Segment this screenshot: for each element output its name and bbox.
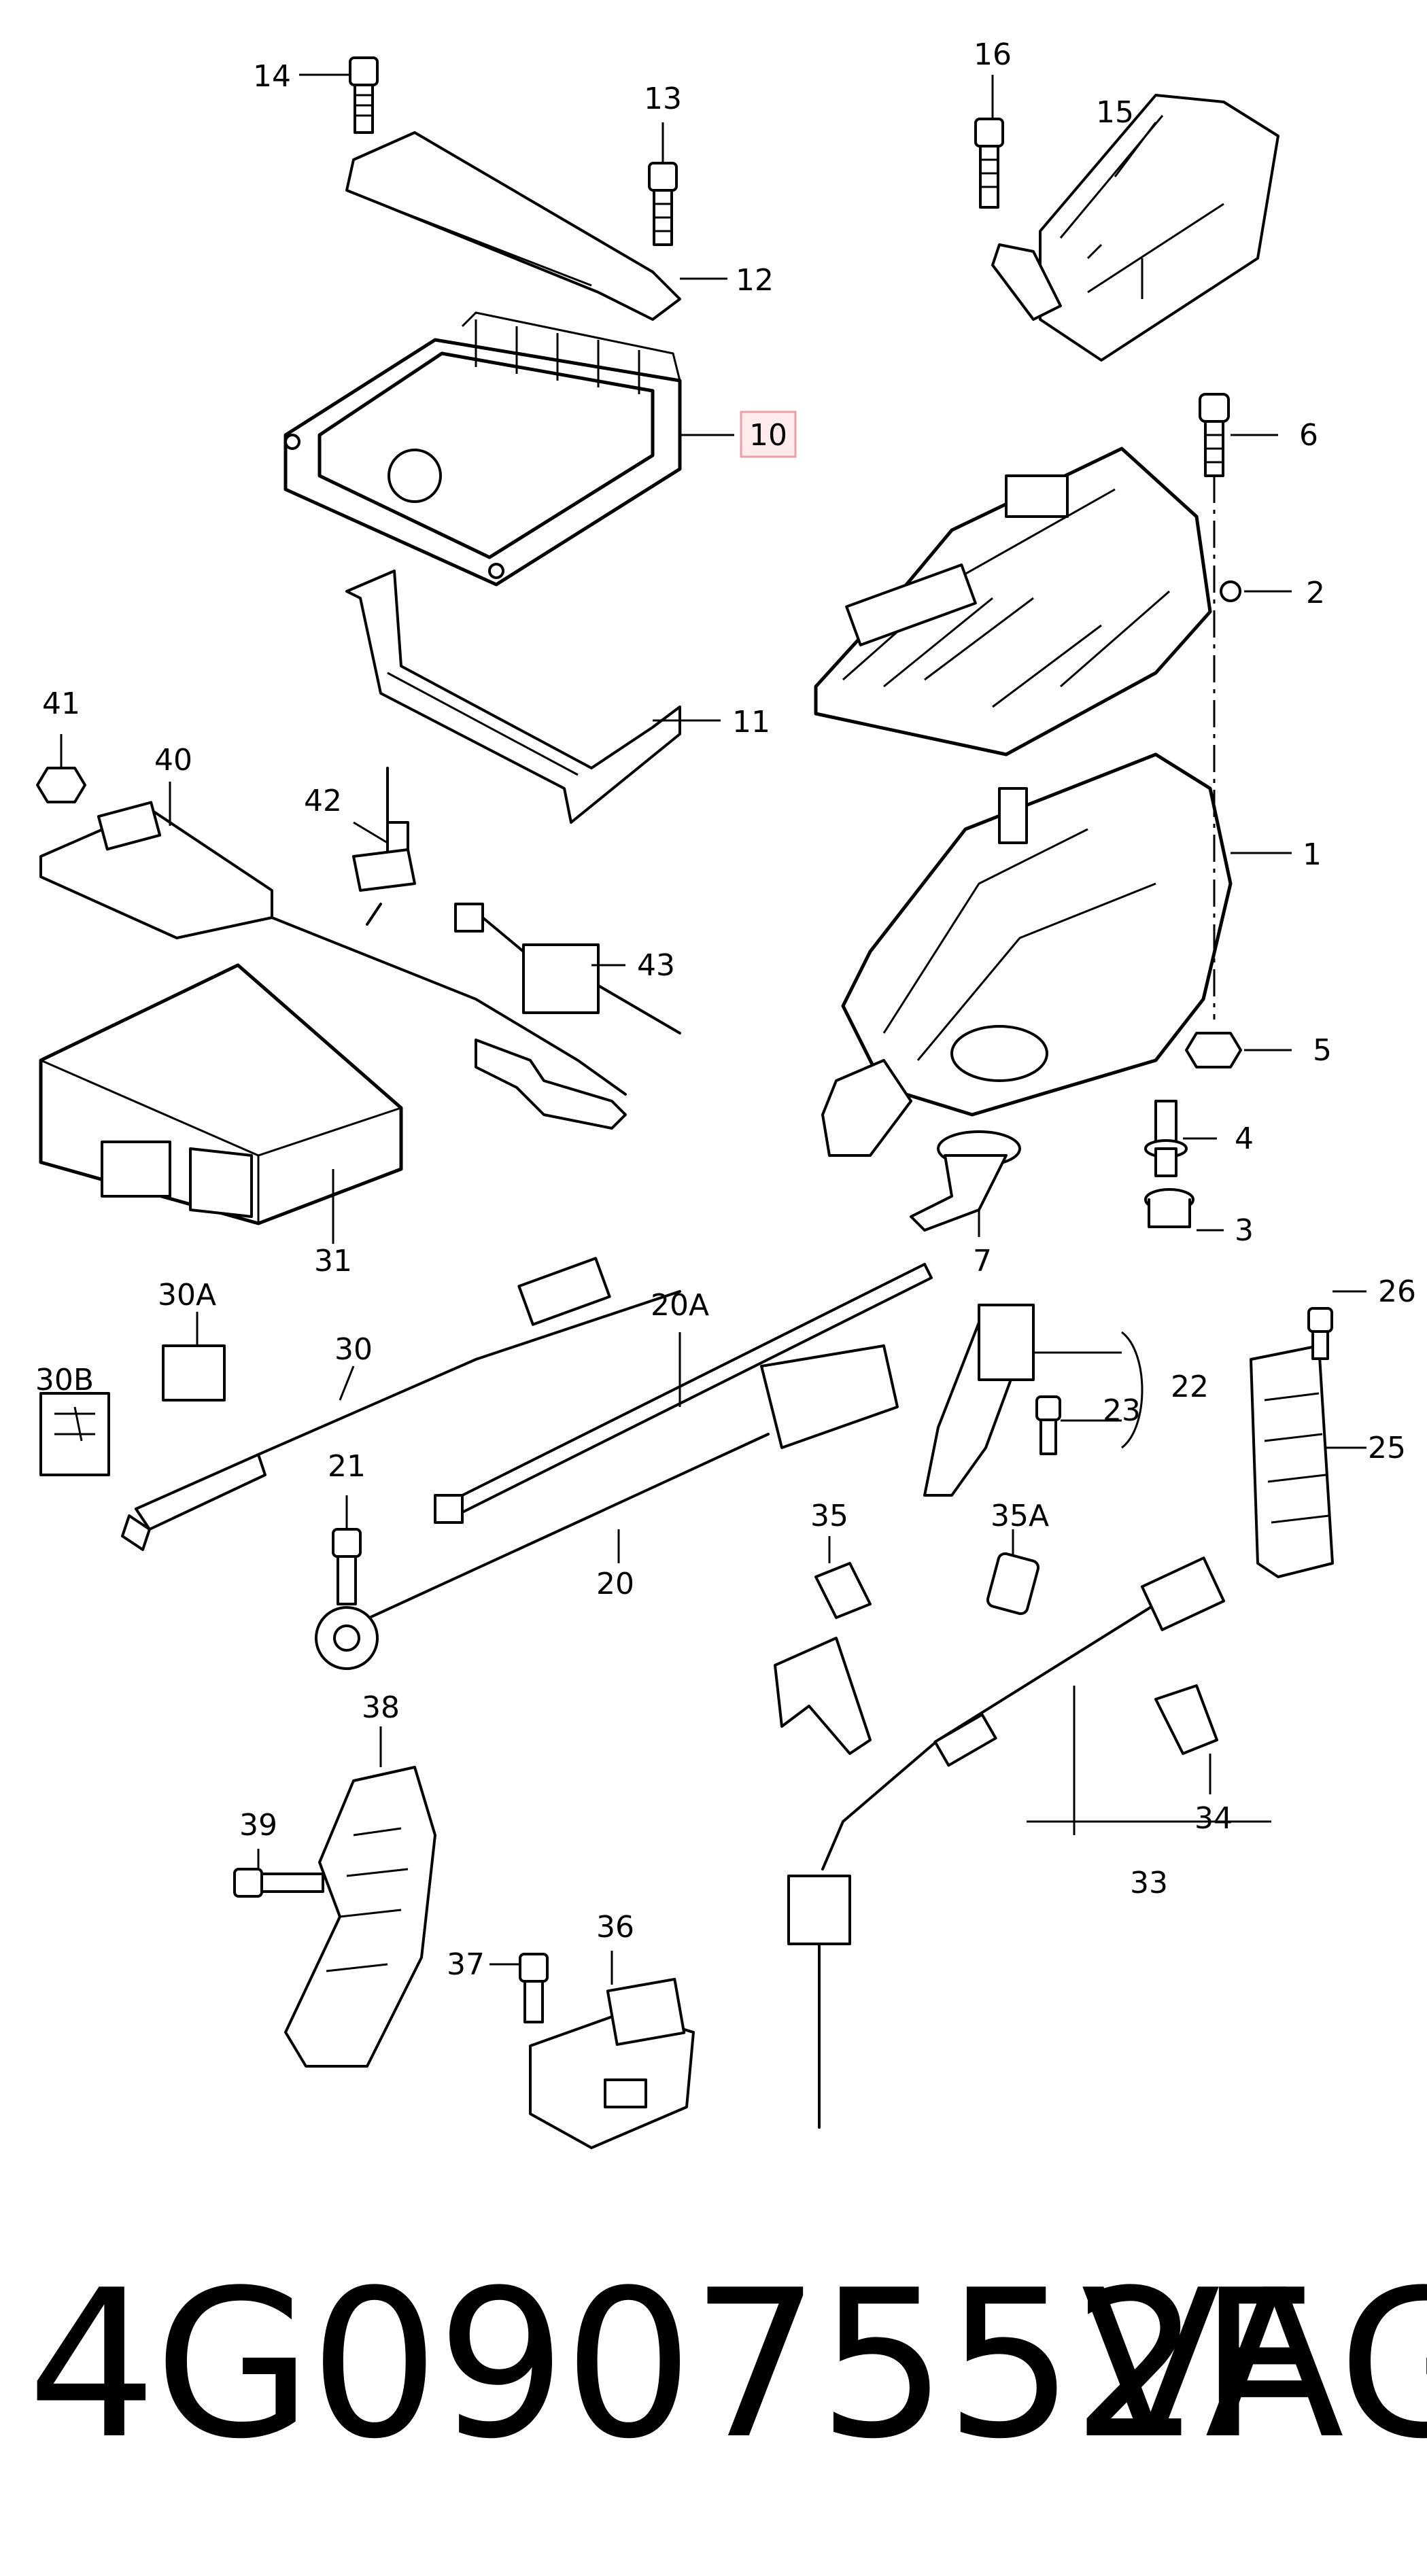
- callout-37: 37: [447, 1947, 485, 1982]
- part-20a-cable-tie: [434, 1263, 933, 1524]
- callout-38: 38: [362, 1690, 400, 1725]
- part-33-temperature-sensor: [787, 1556, 1226, 2129]
- part-10-engine-control-unit: [283, 311, 682, 587]
- part-number: 4G0907552F: [27, 2246, 1316, 2484]
- part-36-pressure-sensor: [529, 1977, 695, 2149]
- part-16-bolt: [974, 118, 1004, 209]
- part-30a-clip: [162, 1344, 226, 1402]
- part-26-screw: [1307, 1307, 1333, 1360]
- part-6-bolt: [1199, 393, 1230, 477]
- part-34-clip: [1154, 1684, 1218, 1755]
- callout-12: 12: [736, 263, 774, 298]
- part-35a-clip: [986, 1552, 1040, 1616]
- part-7-rubber-boot: [910, 1130, 1021, 1232]
- callout-31: 31: [314, 1244, 352, 1278]
- part-30b-clip: [39, 1392, 110, 1476]
- callout-4: 4: [1235, 1121, 1254, 1156]
- callout-30a: 30A: [158, 1278, 216, 1312]
- callout-13: 13: [644, 82, 682, 116]
- part-3-grommet: [1144, 1188, 1194, 1228]
- callout-7: 7: [973, 1244, 992, 1278]
- callout-30b: 30B: [35, 1363, 94, 1397]
- part-12-bracket: [345, 131, 681, 321]
- callout-15: 15: [1096, 95, 1134, 130]
- callout-3: 3: [1235, 1213, 1254, 1248]
- callout-20: 20: [596, 1567, 634, 1601]
- callout-5: 5: [1313, 1033, 1332, 1068]
- callout-39: 39: [239, 1808, 277, 1843]
- part-42-clip: [352, 767, 416, 926]
- part-4-grommet: [1144, 1100, 1188, 1177]
- callout-26: 26: [1378, 1274, 1416, 1309]
- part-38-bracket: [284, 1766, 436, 2068]
- part-13-bolt: [648, 162, 678, 246]
- part-35-clip: [774, 1562, 872, 1755]
- part-43-connector: [454, 903, 681, 1034]
- callout-23: 23: [1103, 1393, 1141, 1428]
- callout-2: 2: [1306, 576, 1325, 610]
- leader-lines: [60, 73, 1366, 1985]
- callout-21: 21: [328, 1449, 366, 1484]
- part-14-bolt: [349, 56, 379, 134]
- callout-30: 30: [334, 1332, 373, 1367]
- callout-labels: 14 13 12 10 16 15 6 2 11 1 5 4 3 7 41 40…: [35, 37, 1416, 1982]
- callout-20a: 20A: [651, 1288, 709, 1323]
- part-1-air-filter-housing: [821, 752, 1233, 1157]
- brand-name: VAG: [1081, 2246, 1427, 2484]
- callout-40: 40: [154, 743, 192, 778]
- part-41-nut: [36, 767, 86, 803]
- callout-42: 42: [304, 784, 342, 818]
- part-15-bracket: [991, 94, 1279, 362]
- callout-25: 25: [1368, 1431, 1406, 1465]
- part-31-control-module: [39, 963, 403, 1225]
- callout-10: 10: [749, 418, 787, 453]
- callout-35a: 35A: [991, 1499, 1049, 1533]
- part-39-bolt: [233, 1868, 324, 1898]
- part-25-bracket: [1250, 1344, 1334, 1578]
- part-11-bracket: [345, 570, 681, 824]
- callout-41: 41: [42, 686, 80, 721]
- callout-1: 1: [1303, 837, 1322, 872]
- callout-16: 16: [974, 37, 1012, 72]
- exploded-parts-diagram: 14 13 12 10 16 15 6 2 11 1 5 4 3 7 41 40…: [35, 37, 1416, 2149]
- part-21-knock-sensor: [315, 1528, 379, 1670]
- callout-35: 35: [810, 1499, 848, 1533]
- part-40-nox-sensor: [39, 801, 627, 1130]
- part-37-screw: [519, 1953, 549, 2023]
- callout-34: 34: [1194, 1801, 1233, 1836]
- callout-33: 33: [1130, 1866, 1168, 1900]
- part-30-oxygen-sensor: [121, 1257, 681, 1551]
- part-22-camshaft-sensor: [923, 1304, 1035, 1497]
- callout-11: 11: [732, 705, 770, 739]
- callout-36: 36: [596, 1910, 634, 1945]
- part-5-nut: [1185, 1032, 1242, 1068]
- callout-14: 14: [253, 59, 291, 94]
- highlight-box-part-10: [740, 411, 797, 458]
- callout-43: 43: [637, 948, 675, 983]
- callout-22: 22: [1171, 1370, 1209, 1404]
- part-20-harness: [339, 1344, 899, 1633]
- part-2-engine-cover: [814, 447, 1241, 756]
- callout-6: 6: [1299, 418, 1318, 453]
- part-23-bolt: [1035, 1395, 1061, 1455]
